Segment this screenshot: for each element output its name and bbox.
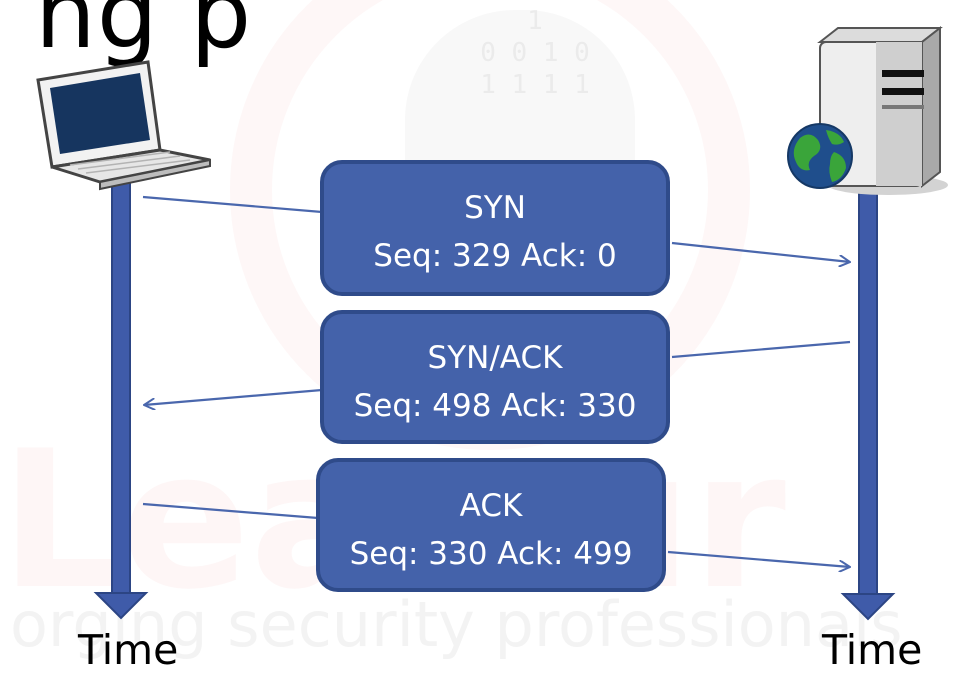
synack-message-detail: Seq: 498 Ack: 330: [353, 388, 637, 424]
synack-arrow: [144, 340, 851, 405]
synack-message-box: SYN/ACK Seq: 498 Ack: 330: [320, 310, 670, 444]
syn-message-detail: Seq: 329 Ack: 0: [373, 238, 617, 274]
ack-message-box: ACK Seq: 330 Ack: 499: [316, 458, 666, 592]
syn-message-box: SYN Seq: 329 Ack: 0: [320, 160, 670, 296]
ack-message-name: ACK: [459, 488, 523, 524]
server-time-label: Time: [822, 626, 923, 674]
syn-arrow: [142, 195, 850, 262]
globe-icon: [787, 123, 853, 189]
client-timeline: [93, 174, 149, 620]
server-timeline: [840, 187, 896, 621]
synack-message-name: SYN/ACK: [427, 340, 563, 376]
client-time-label: Time: [78, 626, 179, 674]
watermark-bits: 1 0 0 1 0 1 1 1 1: [480, 6, 590, 100]
page-title-fragment: ng p: [35, 0, 253, 70]
laptop-icon: [36, 60, 211, 191]
ack-message-detail: Seq: 330 Ack: 499: [349, 536, 633, 572]
ack-arrow: [142, 502, 850, 567]
syn-message-name: SYN: [464, 190, 526, 226]
watermark-tagline: orging security professionals: [10, 588, 903, 661]
